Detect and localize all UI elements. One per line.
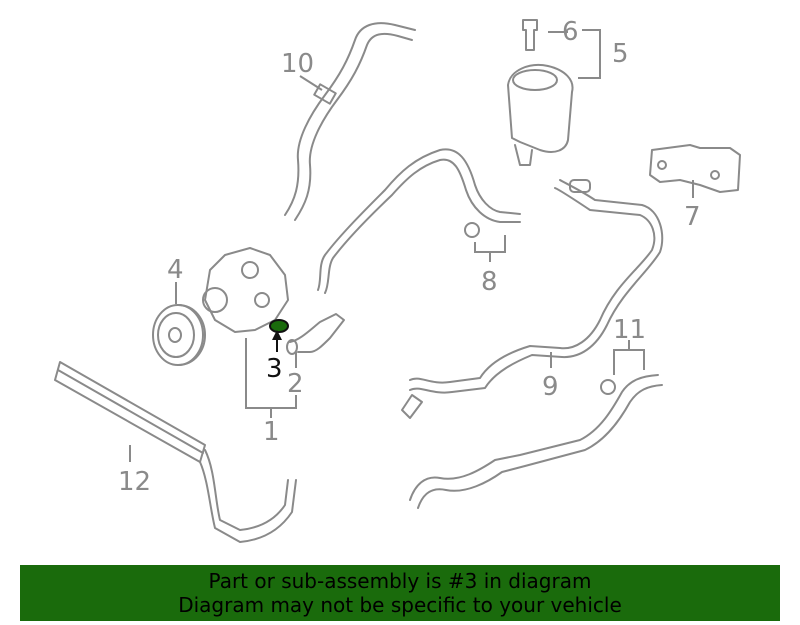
label-7: 7 (684, 202, 701, 232)
label-5: 5 (612, 39, 629, 69)
label-8: 8 (481, 267, 498, 297)
parts-diagram: 10 6 5 7 8 4 1 (54, 17, 741, 543)
label-6: 6 (562, 17, 579, 47)
pressure-hose (317, 148, 521, 294)
callout-line-10 (299, 75, 323, 91)
info-banner: Part or sub-assembly is #3 in diagram Di… (20, 565, 780, 621)
bracket (649, 144, 741, 193)
upper-hose (284, 22, 416, 221)
label-10: 10 (281, 49, 314, 79)
power-steering-pump (202, 247, 289, 333)
label-3: 3 (266, 354, 283, 384)
label-11: 11 (613, 315, 646, 345)
banner-line-1: Part or sub-assembly is #3 in diagram (208, 569, 592, 593)
seal-ring-highlighted (269, 319, 289, 333)
pulley (152, 304, 206, 366)
label-9: 9 (542, 372, 559, 402)
label-4: 4 (167, 255, 184, 285)
reservoir (507, 19, 574, 166)
banner-line-2: Diagram may not be specific to your vehi… (178, 593, 622, 617)
return-line (401, 179, 664, 419)
label-1: 1 (263, 417, 280, 447)
label-2: 2 (287, 369, 304, 399)
arrow-3 (272, 330, 282, 340)
callout-bracket-5 (578, 29, 601, 79)
callout-bracket-11 (613, 349, 645, 375)
label-12: 12 (118, 467, 151, 497)
callout-bracket-8 (474, 235, 506, 253)
suction-pipe (286, 313, 345, 355)
oil-cooler (54, 361, 297, 543)
lower-return-hose (409, 374, 663, 509)
